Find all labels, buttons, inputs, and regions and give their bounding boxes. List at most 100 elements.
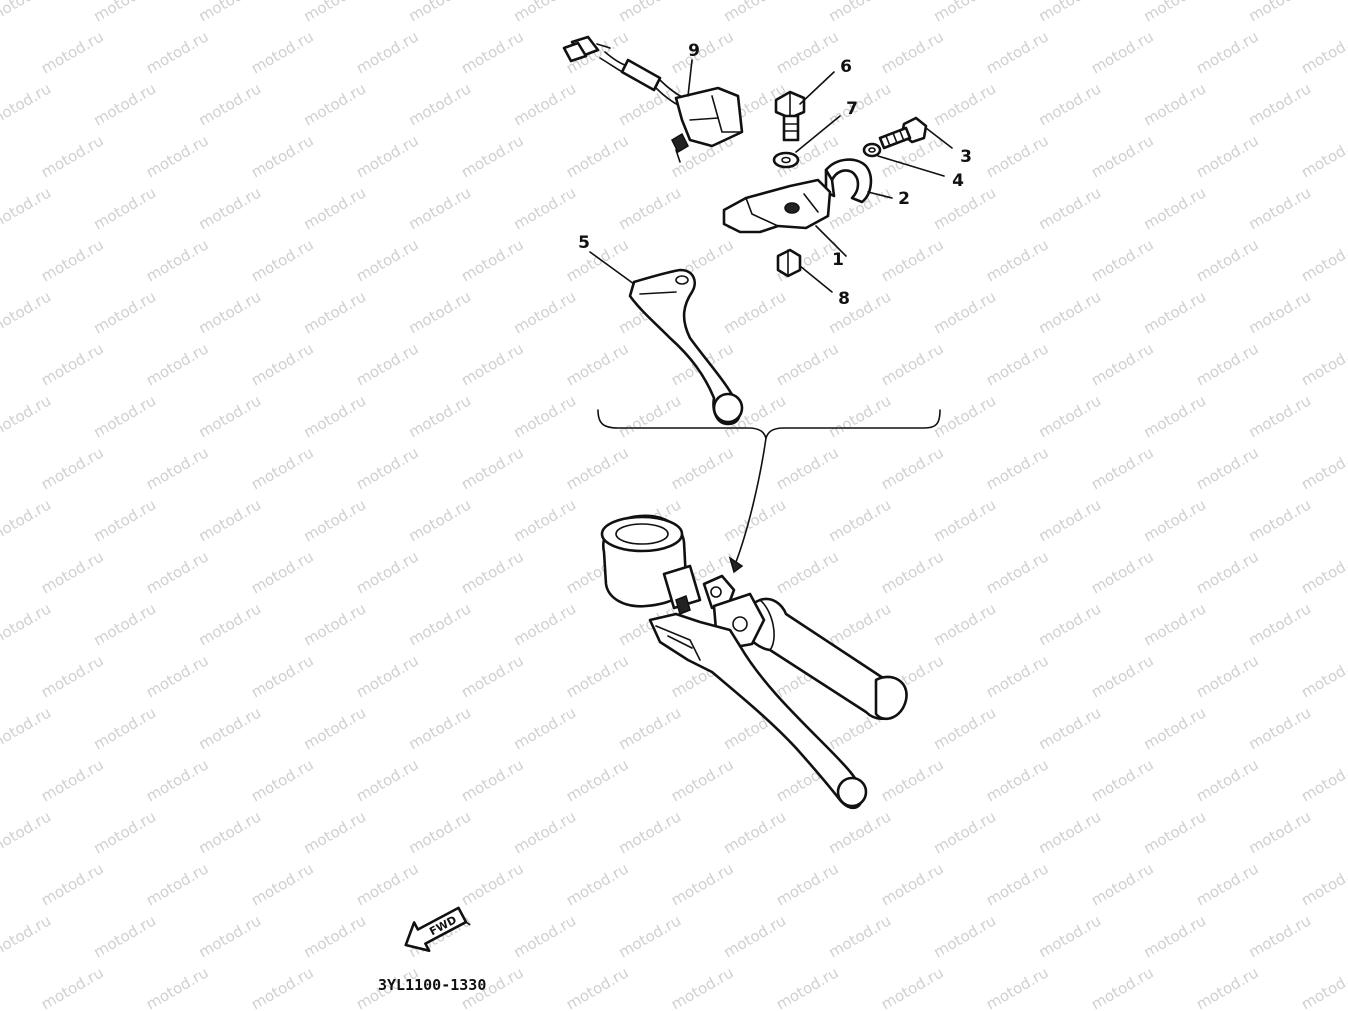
watermark-text: motod.ru bbox=[301, 0, 370, 25]
watermark-text: motod.ru bbox=[0, 27, 2, 77]
watermark-text: motod.ru bbox=[406, 287, 475, 337]
watermark-text: motod.ru bbox=[1193, 27, 1262, 77]
part-5-lever bbox=[589, 251, 744, 426]
watermark-text: motod.ru bbox=[668, 755, 737, 805]
watermark-text: motod.ru bbox=[1193, 859, 1262, 909]
watermark-text: motod.ru bbox=[878, 963, 947, 1011]
watermark-text: motod.ru bbox=[1141, 391, 1210, 441]
watermark-text: motod.ru bbox=[1036, 391, 1105, 441]
assembly-brace bbox=[597, 409, 941, 574]
watermark-text: motod.ru bbox=[0, 79, 54, 129]
part-3-bolt bbox=[878, 116, 953, 150]
callout-5: 5 bbox=[578, 233, 590, 253]
watermark-text: motod.ru bbox=[143, 547, 212, 597]
watermark-text: motod.ru bbox=[406, 183, 475, 233]
watermark-text: motod.ru bbox=[353, 547, 422, 597]
watermark-text: motod.ru bbox=[878, 235, 947, 285]
watermark-text: motod.ru bbox=[826, 287, 895, 337]
watermark-text: motod.ru bbox=[563, 339, 632, 389]
watermark-text: motod.ru bbox=[1088, 339, 1157, 389]
watermark-text: motod.ru bbox=[1141, 807, 1210, 857]
watermark-text: motod.ru bbox=[1193, 651, 1262, 701]
watermark-text: motod.ru bbox=[563, 235, 632, 285]
watermark-text: motod.ru bbox=[301, 807, 370, 857]
watermark-text: motod.ru bbox=[0, 235, 2, 285]
watermark-text: motod.ru bbox=[91, 391, 160, 441]
watermark-text: motod.ru bbox=[248, 963, 317, 1011]
watermark-text: motod.ru bbox=[1141, 599, 1210, 649]
watermark-text: motod.ru bbox=[1036, 911, 1105, 961]
watermark-text: motod.ru bbox=[248, 27, 317, 77]
watermark-text: motod.ru bbox=[248, 443, 317, 493]
watermark-text: motod.ru bbox=[616, 807, 685, 857]
watermark-text: motod.ru bbox=[406, 599, 475, 649]
watermark-text: motod.ru bbox=[563, 755, 632, 805]
watermark-text: motod.ru bbox=[668, 27, 737, 77]
watermark-text: motod.ru bbox=[983, 963, 1052, 1011]
watermark-text: motod.ru bbox=[0, 339, 2, 389]
callout-9: 9 bbox=[688, 41, 700, 61]
assembled-lever-unit bbox=[600, 514, 908, 810]
callout-1: 1 bbox=[832, 250, 844, 270]
watermark-text: motod.ru bbox=[458, 235, 527, 285]
watermark-text: motod.ru bbox=[301, 79, 370, 129]
watermark-text: motod.ru bbox=[511, 911, 580, 961]
watermark-text: motod.ru bbox=[773, 859, 842, 909]
watermark-text: motod.ru bbox=[301, 495, 370, 545]
watermark-text: motod.ru bbox=[91, 703, 160, 753]
watermark-text: motod.ru bbox=[1088, 443, 1157, 493]
watermark-text: motod.ru bbox=[1298, 27, 1348, 77]
watermark-text: motod.ru bbox=[143, 131, 212, 181]
watermark-text: motod.ru bbox=[826, 79, 895, 129]
watermark-text: motod.ru bbox=[458, 27, 527, 77]
watermark-text: motod.ru bbox=[983, 339, 1052, 389]
watermark-text: motod.ru bbox=[1298, 651, 1348, 701]
watermark-text: motod.ru bbox=[196, 183, 265, 233]
watermark-text: motod.ru bbox=[0, 651, 2, 701]
watermark-text: motod.ru bbox=[38, 651, 107, 701]
watermark-text: motod.ru bbox=[983, 547, 1052, 597]
watermark-text: motod.ru bbox=[931, 703, 1000, 753]
watermark-text: motod.ru bbox=[38, 963, 107, 1011]
watermark-text: motod.ru bbox=[1088, 131, 1157, 181]
watermark-text: motod.ru bbox=[1298, 443, 1348, 493]
part-2-holder bbox=[824, 158, 893, 204]
watermark-text: motod.ru bbox=[1246, 807, 1315, 857]
watermark-text: motod.ru bbox=[458, 443, 527, 493]
watermark-text: motod.ru bbox=[353, 131, 422, 181]
watermark-text: motod.ru bbox=[826, 495, 895, 545]
watermark-text: motod.ru bbox=[616, 183, 685, 233]
watermark-text: motod.ru bbox=[353, 859, 422, 909]
watermark-text: motod.ru bbox=[1298, 339, 1348, 389]
watermark-text: motod.ru bbox=[1193, 443, 1262, 493]
watermark-text: motod.ru bbox=[248, 755, 317, 805]
watermark-text: motod.ru bbox=[773, 443, 842, 493]
watermark-text: motod.ru bbox=[1246, 703, 1315, 753]
watermark-text: motod.ru bbox=[38, 131, 107, 181]
watermark-text: motod.ru bbox=[458, 755, 527, 805]
watermark-text: motod.ru bbox=[1298, 547, 1348, 597]
watermark-text: motod.ru bbox=[931, 287, 1000, 337]
watermark-text: motod.ru bbox=[826, 599, 895, 649]
watermark-text: motod.ru bbox=[0, 495, 54, 545]
watermark-text: motod.ru bbox=[616, 911, 685, 961]
callout-8: 8 bbox=[838, 289, 850, 309]
watermark-text: motod.ru bbox=[0, 0, 54, 25]
watermark-text: motod.ru bbox=[196, 79, 265, 129]
watermark-text: motod.ru bbox=[1246, 911, 1315, 961]
watermark-text: motod.ru bbox=[983, 859, 1052, 909]
watermark-text: motod.ru bbox=[931, 599, 1000, 649]
watermark-text: motod.ru bbox=[143, 859, 212, 909]
watermark-text: motod.ru bbox=[878, 547, 947, 597]
diagram-reference-code: 3YL1100-1330 bbox=[378, 976, 486, 994]
watermark-text: motod.ru bbox=[1141, 79, 1210, 129]
watermark-text: motod.ru bbox=[1298, 131, 1348, 181]
watermark-text: motod.ru bbox=[511, 599, 580, 649]
watermark-text: motod.ru bbox=[143, 651, 212, 701]
watermark-text: motod.ru bbox=[353, 651, 422, 701]
watermark-text: motod.ru bbox=[511, 183, 580, 233]
watermark-text: motod.ru bbox=[1141, 183, 1210, 233]
watermark-text: motod.ru bbox=[406, 703, 475, 753]
watermark-text: motod.ru bbox=[511, 495, 580, 545]
